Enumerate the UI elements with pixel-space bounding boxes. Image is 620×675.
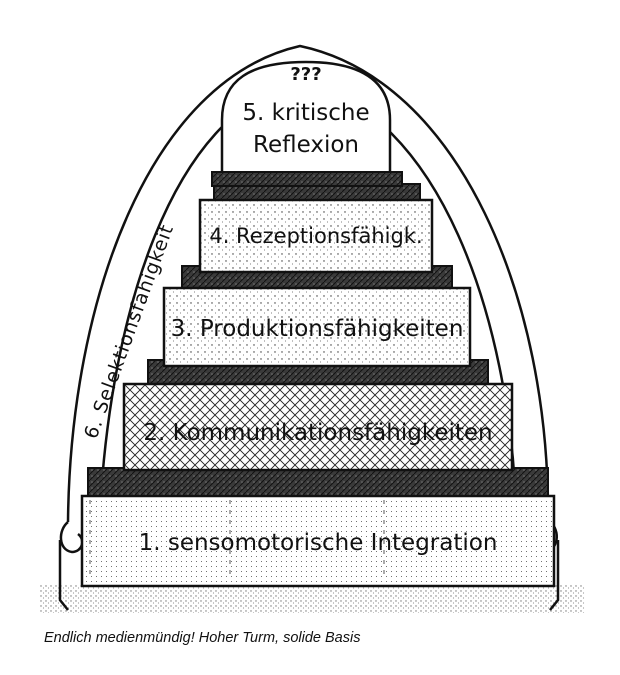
caption: Endlich medienmündig! Hoher Turm, solide…	[44, 630, 361, 646]
level-5-label-line1: 5. kritische	[242, 100, 369, 126]
level-1-block	[80, 467, 556, 588]
level-5-top-mark: ???	[290, 64, 321, 85]
level-3-label: 3. Produktionsfähigkeiten	[171, 316, 464, 342]
level-5-block	[211, 60, 403, 187]
level-2-block	[122, 359, 514, 472]
level-5-label-line2: Reflexion	[253, 132, 359, 158]
level-4-block	[198, 183, 434, 274]
level-2-label: 2. Kommunikationsfähigkeiten	[143, 420, 492, 446]
level-4-label: 4. Rezeptionsfähigk.	[209, 224, 422, 248]
level-1-label: 1. sensomotorische Integration	[139, 530, 498, 556]
ground-texture	[40, 585, 585, 613]
